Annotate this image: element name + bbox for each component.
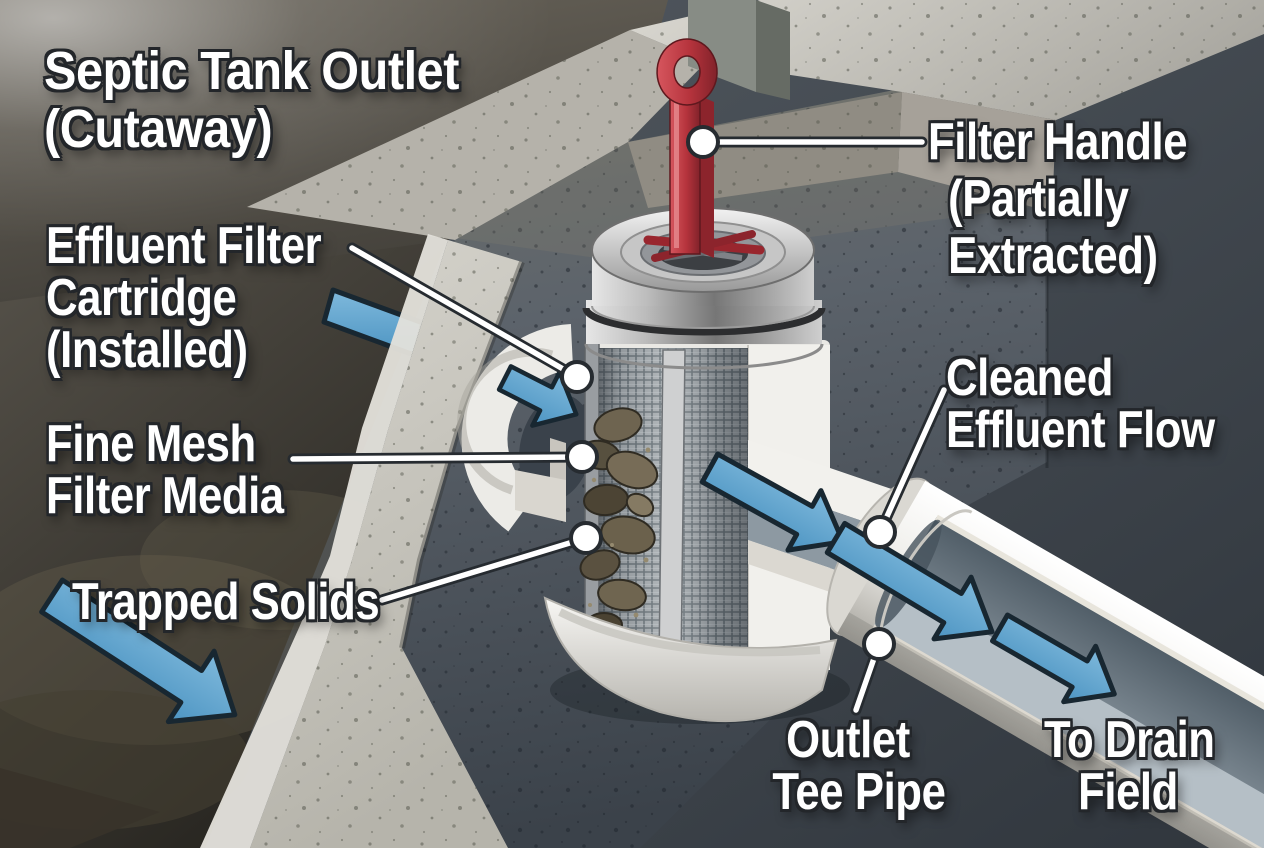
label-outlet-tee-pipe: Outlet Tee Pipe bbox=[772, 711, 946, 821]
filter-strut bbox=[658, 349, 686, 666]
leader-lines bbox=[287, 125, 950, 716]
leader-line bbox=[290, 454, 585, 462]
leader-line bbox=[379, 535, 589, 603]
title-backdrop bbox=[0, 0, 668, 302]
flow-arrows-outlet bbox=[699, 451, 1117, 705]
label-filter-handle: Filter Handle (Partially Extracted) bbox=[928, 113, 1188, 285]
flow-arrow-inlet-tank bbox=[39, 577, 238, 725]
leader-dot bbox=[560, 360, 594, 394]
leader-dot bbox=[569, 521, 603, 555]
flow-arrow bbox=[990, 612, 1117, 705]
flow-arrow bbox=[824, 520, 995, 642]
label-to-drain-field: To Drain Field bbox=[1044, 711, 1215, 821]
leader-dot bbox=[863, 515, 897, 549]
label-fine-mesh-filter-media: Fine Mesh Filter Media bbox=[46, 415, 284, 525]
leader-line bbox=[877, 387, 947, 535]
filter-handle-red bbox=[643, 38, 765, 262]
leader-line bbox=[349, 245, 580, 380]
label-effluent-filter-cartridge: Effluent Filter Cartridge (Installed) bbox=[46, 217, 322, 379]
wall-cut-band bbox=[200, 234, 525, 848]
flow-arrow bbox=[699, 451, 846, 553]
label-cleaned-effluent-flow: Cleaned Effluent Flow bbox=[946, 349, 1215, 459]
leader-dot bbox=[565, 440, 599, 474]
flow-arrow-inlet-head bbox=[496, 364, 579, 428]
leader-dot bbox=[686, 125, 720, 159]
label-trapped-solids: Trapped Solids bbox=[72, 573, 380, 631]
page-title: Septic Tank Outlet (Cutaway) bbox=[44, 41, 459, 159]
tee-bowl bbox=[543, 596, 838, 723]
leader-dot bbox=[862, 627, 896, 661]
